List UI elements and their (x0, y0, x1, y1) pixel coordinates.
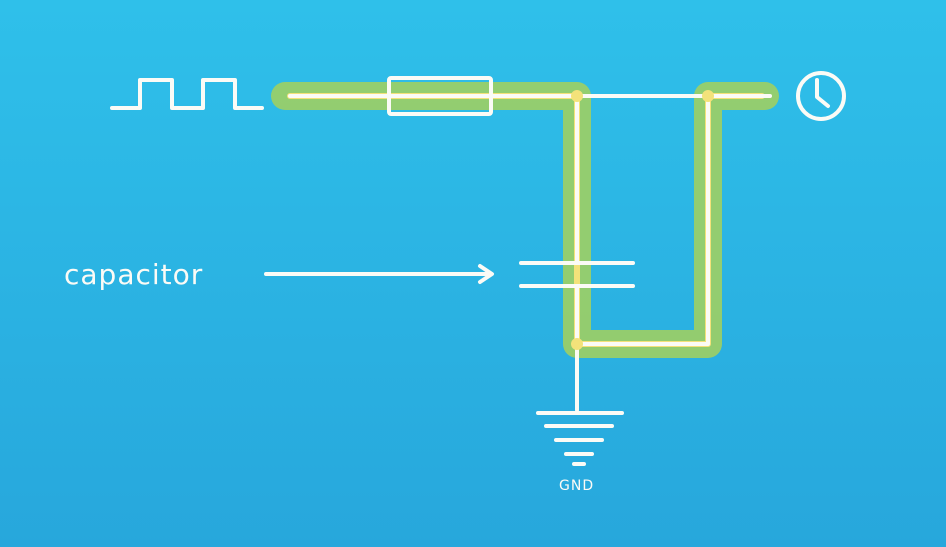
capacitor (519, 261, 635, 288)
gnd-label: GND (559, 478, 595, 494)
resistor (387, 76, 493, 116)
pointer-arrow (264, 264, 494, 284)
junction-dot (571, 338, 583, 350)
capacitor-label: capacitor (64, 258, 204, 291)
junction-dot (702, 90, 714, 102)
square-wave-icon (110, 78, 264, 110)
junction-dot (571, 90, 583, 102)
ground-symbol-icon (536, 411, 624, 466)
branch-wire-right (575, 94, 710, 346)
clock-icon (796, 71, 846, 121)
